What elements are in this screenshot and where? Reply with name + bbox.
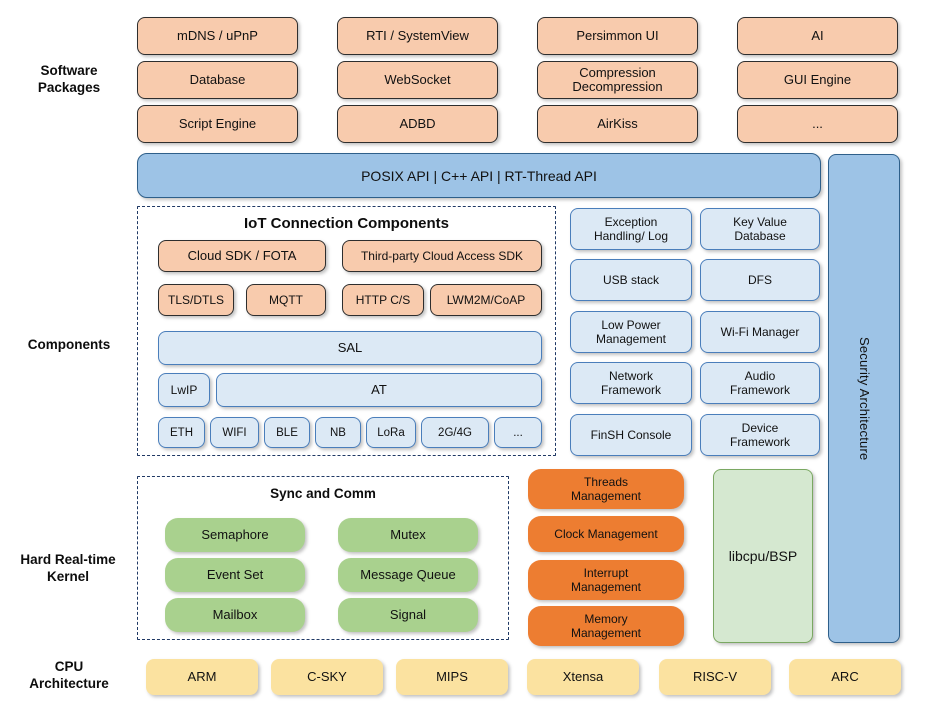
iot-at[interactable]: AT <box>216 373 542 407</box>
component-netfw-line2: Framework <box>600 383 661 397</box>
package-mdns-upnp[interactable]: mDNS / uPnP <box>137 17 298 55</box>
iot-lwip[interactable]: LwIP <box>158 373 210 407</box>
iot-third-party-cloud-access-sdk[interactable]: Third-party Cloud Access SDK <box>342 240 542 272</box>
iot-sal[interactable]: SAL <box>158 331 542 365</box>
row-label-cpu-line1: CPU <box>54 659 84 674</box>
security-architecture-bar: Security Architecture <box>828 154 900 643</box>
cpu-xtensa[interactable]: Xtensa <box>527 659 639 695</box>
iot-link-nb[interactable]: NB <box>315 417 361 448</box>
component-finsh-console[interactable]: FinSH Console <box>570 414 692 456</box>
cpu-c-sky[interactable]: C-SKY <box>271 659 383 695</box>
kernel-signal[interactable]: Signal <box>338 598 478 632</box>
component-key-value-database[interactable]: Key Value Database <box>700 208 820 250</box>
component-exception-line1: Exception <box>604 215 658 229</box>
row-label-kernel: Hard Real-time Kernel <box>2 551 134 585</box>
package-compression-line2: Decompression <box>572 79 663 94</box>
iot-link-2g-4g[interactable]: 2G/4G <box>421 417 489 448</box>
component-devfw-line1: Device <box>741 421 779 435</box>
kernel-threads-line1: Threads <box>583 475 629 489</box>
kernel-message-queue[interactable]: Message Queue <box>338 558 478 592</box>
api-bar: POSIX API | C++ API | RT-Thread API <box>137 153 821 198</box>
row-label-kernel-line1: Hard Real-time <box>20 552 116 567</box>
sync-and-comm-title: Sync and Comm <box>270 486 376 501</box>
kernel-interrupt-line2: Management <box>570 580 642 594</box>
iot-cloud-sdk-fota[interactable]: Cloud SDK / FOTA <box>158 240 326 272</box>
row-label-software-packages: Software Packages <box>10 62 128 96</box>
component-device-framework[interactable]: Device Framework <box>700 414 820 456</box>
package-database[interactable]: Database <box>137 61 298 99</box>
package-script-engine[interactable]: Script Engine <box>137 105 298 143</box>
component-usb-stack[interactable]: USB stack <box>570 259 692 301</box>
component-audio-framework[interactable]: Audio Framework <box>700 362 820 404</box>
component-low-power-management[interactable]: Low Power Management <box>570 311 692 353</box>
component-exception-handling-log[interactable]: Exception Handling/ Log <box>570 208 692 250</box>
package-gui-engine[interactable]: GUI Engine <box>737 61 898 99</box>
security-architecture-label: Security Architecture <box>857 336 872 461</box>
component-lpm-line1: Low Power <box>601 318 661 332</box>
package-airkiss[interactable]: AirKiss <box>537 105 698 143</box>
package-persimmon-ui[interactable]: Persimmon UI <box>537 17 698 55</box>
kernel-memory-management[interactable]: Memory Management <box>528 606 684 646</box>
kernel-threads-management[interactable]: Threads Management <box>528 469 684 509</box>
package-more[interactable]: ... <box>737 105 898 143</box>
iot-connection-components-title: IoT Connection Components <box>244 215 449 232</box>
row-label-components: Components <box>27 337 111 352</box>
kernel-threads-line2: Management <box>570 489 642 503</box>
kernel-interrupt-management[interactable]: Interrupt Management <box>528 560 684 600</box>
kernel-semaphore[interactable]: Semaphore <box>165 518 305 552</box>
component-audiofw-line1: Audio <box>744 369 776 383</box>
kernel-clock-management[interactable]: Clock Management <box>528 516 684 552</box>
component-kvdb-line2: Database <box>734 229 786 243</box>
component-dfs[interactable]: DFS <box>700 259 820 301</box>
package-adbd[interactable]: ADBD <box>337 105 498 143</box>
iot-link-lora[interactable]: LoRa <box>366 417 416 448</box>
libcpu-bsp-box[interactable]: libcpu/BSP <box>713 469 813 643</box>
kernel-memory-line2: Management <box>570 626 642 640</box>
cpu-arc[interactable]: ARC <box>789 659 901 695</box>
row-label-software-packages-line1: Software <box>40 63 98 78</box>
iot-connection-components-box <box>137 206 556 456</box>
sync-and-comm-box <box>137 476 509 640</box>
iot-protocol-mqtt[interactable]: MQTT <box>246 284 326 316</box>
iot-link-eth[interactable]: ETH <box>158 417 205 448</box>
iot-link-ble[interactable]: BLE <box>264 417 310 448</box>
component-exception-line2: Handling/ Log <box>593 229 669 243</box>
package-rti-systemview[interactable]: RTI / SystemView <box>337 17 498 55</box>
iot-link-wifi[interactable]: WIFI <box>210 417 259 448</box>
kernel-mutex[interactable]: Mutex <box>338 518 478 552</box>
kernel-mailbox[interactable]: Mailbox <box>165 598 305 632</box>
row-label-kernel-line2: Kernel <box>46 569 90 584</box>
row-label-software-packages-line2: Packages <box>37 80 101 95</box>
cpu-risc-v[interactable]: RISC-V <box>659 659 771 695</box>
kernel-event-set[interactable]: Event Set <box>165 558 305 592</box>
iot-link-more[interactable]: ... <box>494 417 542 448</box>
row-label-cpu-line2: Architecture <box>29 676 109 691</box>
kernel-interrupt-line1: Interrupt <box>583 566 629 580</box>
row-label-cpu: CPU Architecture <box>4 658 134 692</box>
component-audiofw-line2: Framework <box>729 383 790 397</box>
package-ai[interactable]: AI <box>737 17 898 55</box>
kernel-memory-line1: Memory <box>584 612 628 626</box>
iot-protocol-lwm2m-coap[interactable]: LWM2M/CoAP <box>430 284 542 316</box>
cpu-arm[interactable]: ARM <box>146 659 258 695</box>
component-devfw-line2: Framework <box>729 435 790 449</box>
iot-protocol-tls-dtls[interactable]: TLS/DTLS <box>158 284 234 316</box>
package-compression-line1: Compression <box>579 65 656 80</box>
component-network-framework[interactable]: Network Framework <box>570 362 692 404</box>
component-netfw-line1: Network <box>608 369 653 383</box>
iot-protocol-http-cs[interactable]: HTTP C/S <box>342 284 424 316</box>
component-wifi-manager[interactable]: Wi-Fi Manager <box>700 311 820 353</box>
cpu-mips[interactable]: MIPS <box>396 659 508 695</box>
package-compression-decompression[interactable]: Compression Decompression <box>537 61 698 99</box>
package-websocket[interactable]: WebSocket <box>337 61 498 99</box>
component-lpm-line2: Management <box>595 332 667 346</box>
component-kvdb-line1: Key Value <box>733 215 787 229</box>
